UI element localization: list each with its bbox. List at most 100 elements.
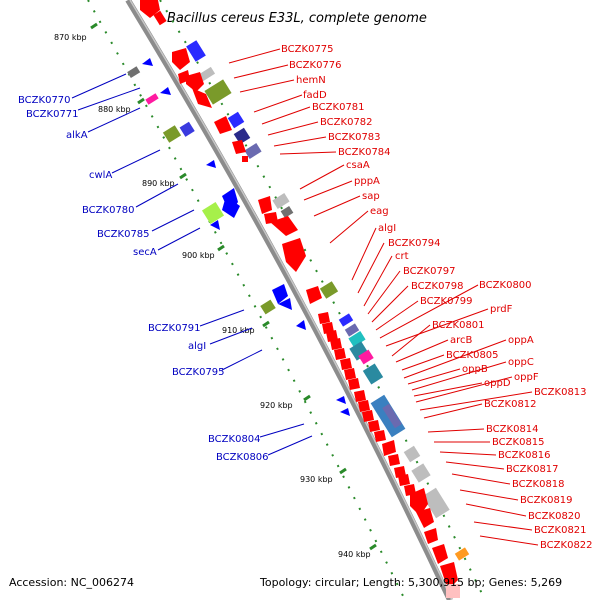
major-ticks (90, 22, 377, 551)
leader-line (299, 164, 345, 190)
gene-label: crt (395, 251, 409, 262)
gene-label: BCZK0771 (26, 109, 79, 120)
gene-arrow (416, 508, 434, 528)
leader-line (329, 210, 369, 244)
reverse-strand-genes (127, 58, 350, 416)
gene-box (348, 331, 366, 347)
gene-box (204, 79, 232, 105)
gene-label: BCZK0814 (486, 424, 539, 435)
gene-box (319, 281, 339, 299)
leader-line (228, 48, 281, 64)
gene-box (446, 584, 460, 598)
gene-arrow (270, 216, 298, 236)
gene-label: eag (370, 206, 389, 217)
leader-line (379, 284, 479, 339)
leader-line (259, 423, 305, 438)
leader-line (273, 136, 327, 147)
gene-arrow (340, 408, 350, 416)
gene-label: BCZK0812 (484, 399, 537, 410)
leader-line (413, 382, 483, 397)
gene-label: BCZK0799 (420, 296, 473, 307)
gene-label: BCZK0794 (388, 238, 441, 249)
gene-arrow (206, 160, 216, 168)
tick-label: 940 kbp (338, 550, 371, 559)
gene-label: BCZK0776 (289, 60, 342, 71)
leader-line (135, 183, 179, 208)
gene-label: BCZK0797 (403, 266, 456, 277)
tick-marks (87, 0, 486, 600)
gene-arrow (160, 87, 171, 95)
gene-arrow (222, 196, 240, 218)
tick-930 (339, 467, 347, 475)
gene-label: fadD (303, 90, 327, 101)
gene-label: BCZK0775 (281, 44, 334, 55)
gene-label: hemN (296, 75, 326, 86)
gene-label: algI (188, 341, 206, 352)
leader-line (465, 503, 527, 517)
gene-box (127, 66, 141, 79)
leader-line (439, 451, 497, 456)
gene-label: oppD (484, 378, 511, 389)
leader-line (415, 376, 513, 403)
gene-box (233, 127, 251, 145)
gene-arrow (340, 358, 352, 370)
gene-arrow (424, 528, 438, 544)
gene-box (244, 143, 262, 159)
leader-line (87, 107, 141, 133)
tick-ring-2 (159, 0, 486, 600)
gene-label: BCZK0822 (540, 540, 593, 551)
gene-arrow (278, 298, 292, 310)
gene-arrow (282, 238, 306, 272)
gene-label: secA (133, 247, 157, 258)
gene-box (162, 125, 182, 143)
tick-880 (137, 97, 145, 105)
gene-label: BCZK0815 (492, 437, 545, 448)
forward-strand-genes (140, 0, 470, 598)
gene-label: pppA (354, 176, 380, 187)
gene-arrow (306, 286, 322, 304)
gene-arrow (330, 338, 342, 350)
gene-box (344, 323, 360, 337)
gene-arrow (140, 0, 160, 18)
gene-arrow (192, 88, 212, 108)
leader-line (479, 535, 539, 546)
leader-line (239, 79, 295, 93)
topology-text: Topology: circular; Length: 5,300,915 bp… (259, 576, 562, 589)
right-leader-lines (228, 48, 539, 546)
genome-backbone (125, 0, 453, 600)
gene-label: BCZK0819 (520, 495, 573, 506)
gene-box (382, 403, 402, 429)
gene-arrow (344, 368, 356, 380)
gene-box (411, 463, 431, 483)
gene-label: BCZK0770 (18, 95, 71, 106)
tick-label: 880 kbp (98, 105, 131, 114)
gene-label: BCZK0795 (172, 367, 225, 378)
gene-label: BCZK0817 (506, 464, 559, 475)
gene-arrow (398, 474, 410, 486)
leader-line (401, 354, 445, 371)
left-leader-lines (71, 73, 313, 456)
gene-label: BCZK0818 (512, 479, 565, 490)
gene-box (272, 193, 290, 209)
tick-870 (90, 22, 98, 30)
leader-line (427, 428, 485, 433)
tick-labels: 870 kbp 880 kbp 890 kbp 900 kbp 910 kbp … (54, 33, 371, 559)
leader-line (233, 64, 289, 79)
leader-line (395, 339, 449, 363)
leader-line (407, 368, 461, 385)
gene-arrow (374, 430, 386, 442)
leader-line (363, 255, 393, 307)
gene-label: BCZK0806 (216, 452, 269, 463)
gene-box (179, 121, 195, 137)
left-labels: BCZK0770 BCZK0771 alkA cwlA BCZK0780 BCZ… (18, 95, 269, 463)
leader-line (303, 180, 353, 201)
gene-label: csaA (346, 160, 370, 171)
leader-line (221, 349, 263, 371)
gene-arrow (172, 48, 190, 70)
leader-line (411, 361, 507, 391)
tick-label: 900 kbp (182, 251, 215, 260)
gene-label: algI (378, 223, 396, 234)
leader-line (367, 270, 401, 315)
gene-arrow (354, 390, 366, 402)
tick-890 (179, 172, 187, 180)
